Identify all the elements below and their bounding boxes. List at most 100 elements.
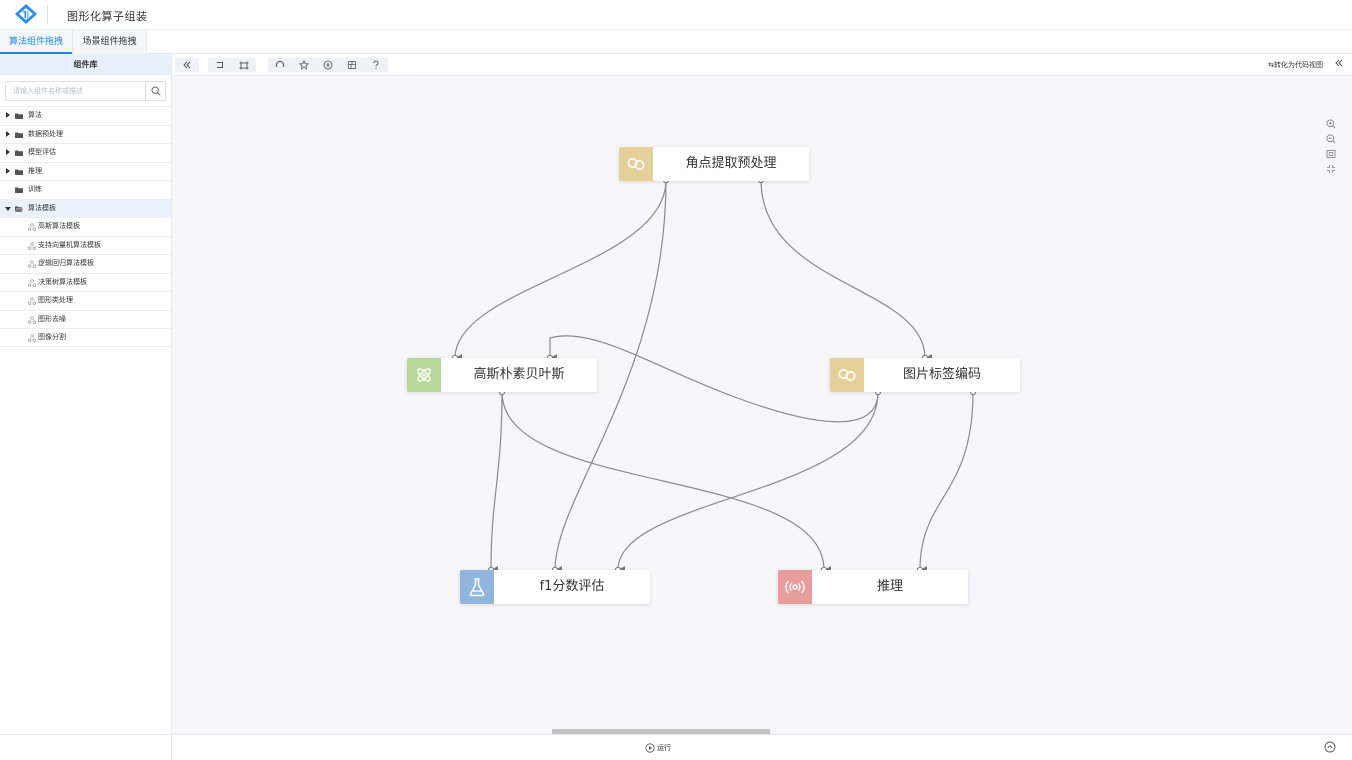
component-node-icon	[28, 241, 36, 250]
help-button[interactable]	[364, 58, 388, 72]
zoom-out-icon	[1326, 134, 1336, 143]
component-node-icon	[28, 334, 36, 342]
layout-icon	[348, 61, 356, 69]
double-chevron-left-icon	[183, 61, 191, 69]
refresh-icon	[275, 60, 285, 68]
search-icon	[150, 86, 161, 96]
undo-button[interactable]	[208, 58, 232, 72]
select-frame-button[interactable]	[232, 58, 256, 72]
frame-icon	[239, 61, 249, 69]
add-button[interactable]	[316, 58, 340, 72]
folder-icon	[15, 169, 23, 175]
zoom-in-button[interactable]	[1324, 116, 1338, 131]
refresh-button[interactable]	[268, 58, 292, 72]
fit-view-button[interactable]	[1324, 146, 1338, 161]
tree-folder-label: 算法模板	[28, 203, 56, 212]
edge-corner-to-imglabel[interactable]	[760, 179, 933, 362]
tree-item-label: 图形类处理	[38, 296, 73, 304]
node-label: f1分数评估	[539, 579, 605, 594]
node-image-label-encoding[interactable]: 图片标签编码	[830, 358, 1020, 392]
run-button[interactable]: 运行	[645, 741, 671, 755]
node-corner-extraction[interactable]: 角点提取预处理	[619, 147, 809, 181]
fullscreen-icon	[1327, 164, 1335, 173]
component-node-icon	[28, 278, 36, 287]
tree-item-template[interactable]: 高斯算法模板	[0, 217, 171, 236]
app-logo	[15, 4, 37, 24]
plus-circle-icon	[323, 60, 333, 70]
node-f1-score[interactable]: f1分数评估	[460, 570, 650, 604]
tree-folder-label: 训练	[28, 185, 42, 193]
caret-right-icon	[6, 167, 10, 174]
edge-gauss-to-f1[interactable]	[490, 391, 503, 575]
collapse-left-button[interactable]	[175, 58, 199, 72]
tree-folder-algorithm-templates[interactable]: 算法模板	[0, 198, 171, 217]
tree-folder-algorithm[interactable]: 算法	[0, 106, 171, 125]
favorite-button[interactable]	[292, 58, 316, 72]
node-inference[interactable]: 推理	[778, 570, 968, 604]
link-icon	[830, 358, 864, 392]
edge-corner-to-f1[interactable]	[554, 179, 667, 575]
convert-to-code-view-link[interactable]: ⇆转化为代码视图	[1268, 61, 1323, 69]
tree-item-template[interactable]: 支持向量机算法模板	[0, 235, 171, 254]
tree-item-template[interactable]: 图形类处理	[0, 291, 171, 310]
node-label: 图片标签编码	[902, 367, 981, 382]
caret-down-icon	[5, 206, 11, 211]
edge-gauss-to-infer[interactable]	[501, 391, 832, 574]
tree-item-template[interactable]: 逻辑回归算法模板	[0, 254, 171, 273]
node-label: 推理	[876, 579, 903, 594]
tab-algorithm-components[interactable]: 算法组件拖拽	[0, 30, 72, 54]
collapse-right-button[interactable]	[1334, 57, 1344, 71]
zoom-out-button[interactable]	[1324, 131, 1338, 146]
folder-icon	[15, 132, 23, 138]
undo-icon	[217, 62, 223, 68]
tree-folder-model-eval[interactable]: 模型评估	[0, 143, 171, 162]
tab-scene-components[interactable]: 场景组件拖拽	[72, 30, 147, 54]
tree-folder-data-preprocess[interactable]: 数据预处理	[0, 124, 171, 143]
edge-imglabel-to-f1[interactable]	[617, 391, 879, 575]
edge-imglabel-to-gauss[interactable]	[549, 335, 879, 423]
folder-icon	[15, 187, 23, 193]
chevron-up-circle-icon[interactable]	[1324, 741, 1336, 753]
atom-icon	[407, 358, 441, 392]
caret-right-icon	[6, 130, 10, 137]
link-icon	[619, 147, 653, 181]
horizontal-scrollbar[interactable]	[552, 729, 770, 734]
node-label: 角点提取预处理	[685, 156, 777, 171]
component-node-icon	[28, 315, 36, 324]
top-bar: 图形化算子组装	[0, 0, 1352, 30]
bottom-left-area	[0, 735, 172, 760]
tree-item-label: 决策树算法模板	[38, 277, 87, 286]
node-gaussian-nb[interactable]: 高斯朴素贝叶斯	[407, 358, 597, 392]
tree-item-template[interactable]: 图像分割	[0, 328, 171, 347]
flow-canvas[interactable]: 角点提取预处理 高斯朴素贝叶斯 图片标签编码 f1分数评估 推理	[172, 76, 1352, 734]
tree-item-template[interactable]: 决策树算法模板	[0, 272, 171, 291]
canvas-toolbar: ⇆转化为代码视图	[172, 54, 1352, 76]
signal-icon	[778, 570, 812, 604]
component-library-panel: 组件库 算法 数据预处理 模型评估 推理	[0, 54, 172, 734]
component-tree: 算法 数据预处理 模型评估 推理 训练 算法模板 高斯算法模板	[0, 106, 171, 347]
star-icon	[299, 60, 309, 70]
folder-open-icon	[15, 206, 23, 212]
tree-folder-label: 数据预处理	[28, 129, 63, 138]
library-header: 组件库	[0, 54, 171, 75]
edge-corner-to-gauss[interactable]	[454, 179, 667, 363]
node-label: 高斯朴素贝叶斯	[473, 367, 565, 382]
bottom-bar: 运行	[0, 734, 1352, 760]
toolbar-group-edit	[208, 58, 256, 72]
header-divider	[47, 5, 48, 24]
folder-icon	[15, 150, 23, 156]
tree-item-template[interactable]: 图形去噪	[0, 309, 171, 328]
search-button[interactable]	[145, 82, 165, 100]
search-input[interactable]	[6, 82, 146, 100]
layout-button[interactable]	[340, 58, 364, 72]
toolbar-group-collapse	[175, 58, 199, 72]
component-node-icon	[28, 223, 36, 231]
app-title: 图形化算子组装	[67, 10, 148, 23]
tree-folder-training[interactable]: 训练	[0, 180, 171, 199]
fullscreen-button[interactable]	[1324, 161, 1338, 176]
tree-folder-label: 模型评估	[28, 148, 56, 156]
component-node-icon	[28, 260, 36, 268]
edge-imglabel-to-infer[interactable]	[919, 391, 974, 575]
caret-right-icon	[6, 112, 10, 118]
tree-folder-inference[interactable]: 推理	[0, 161, 171, 180]
